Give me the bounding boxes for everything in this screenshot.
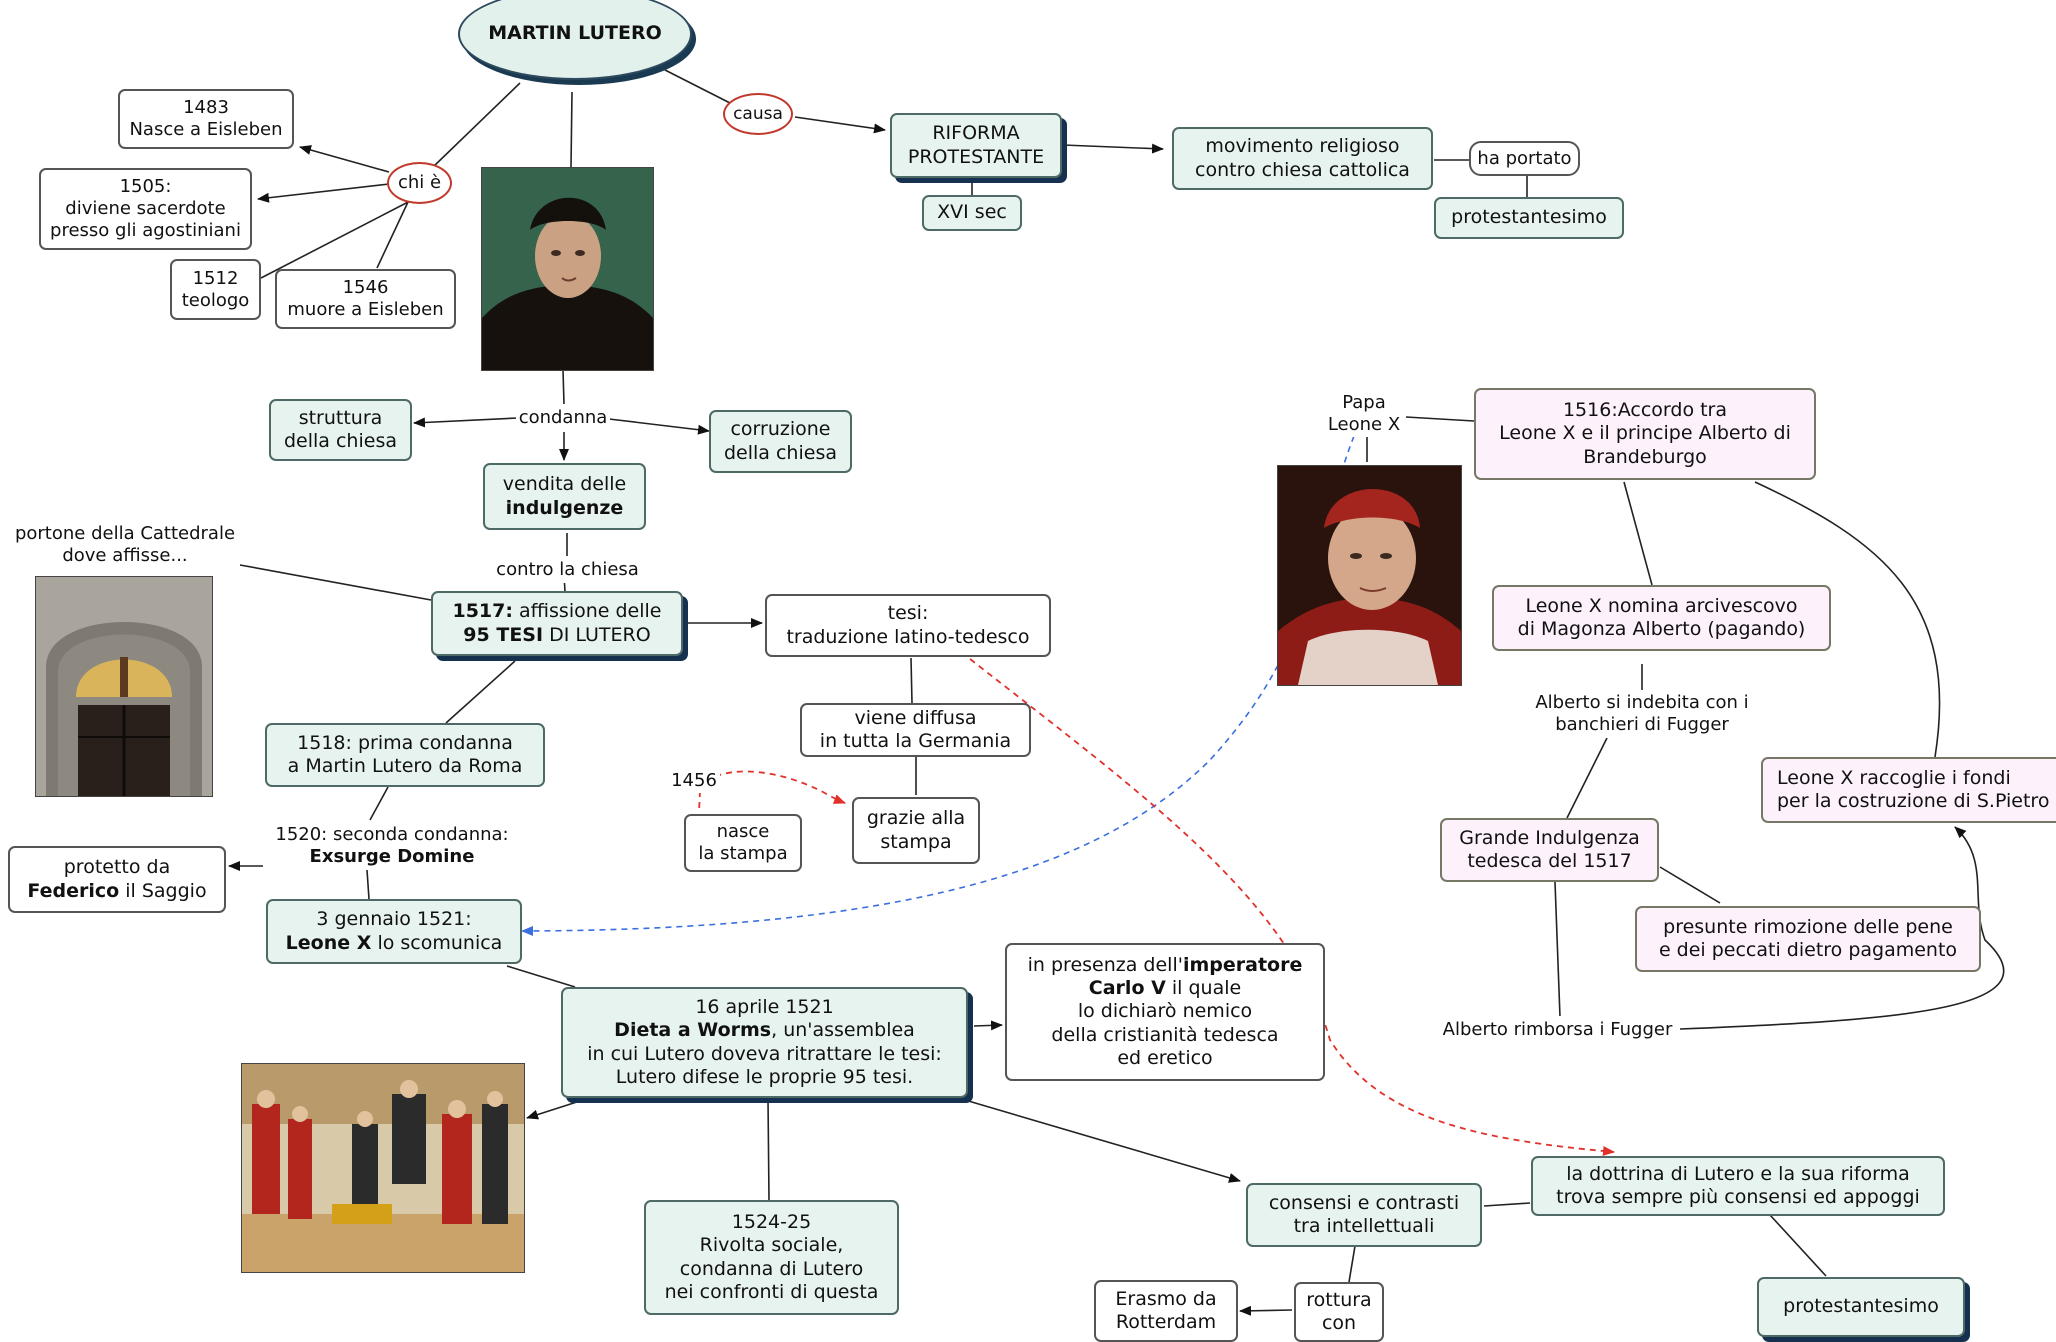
struttura-chiesa-node: struttura della chiesa [269, 399, 412, 461]
riforma-protestante-node: RIFORMA PROTESTANTE [890, 113, 1062, 178]
viene-diffusa-node: viene diffusa in tutta la Germania [800, 703, 1031, 757]
accordo-1516-node: 1516:Accordo tra Leone X e il principe A… [1474, 388, 1816, 480]
bio-1512: 1512 teologo [170, 259, 261, 320]
protestantesimo-node-bottom: protestantesimo [1757, 1277, 1965, 1337]
prima-condanna-1518-node: 1518: prima condanna a Martin Lutero da … [265, 723, 545, 787]
scomunica-1521-node: 3 gennaio 1521: Leone X lo scomunica [266, 899, 522, 964]
raccoglie-fondi-node: Leone X raccoglie i fondi per la costruz… [1761, 757, 2056, 823]
dottrina-lutero-node: la dottrina di Lutero e la sua riforma t… [1531, 1156, 1945, 1216]
protetto-federico-node: protetto da Federico il Saggio [8, 846, 226, 913]
imperatore-carlo-v-node: in presenza dell'imperatore Carlo V il q… [1005, 943, 1325, 1081]
label-rimborsa: Alberto rimborsa i Fugger [1435, 1016, 1680, 1043]
luther-portrait-image [481, 167, 654, 371]
label-contro-la-chiesa: contro la chiesa [490, 556, 645, 583]
label-ha-portato: ha portato [1469, 141, 1580, 176]
traduzione-node: tesi: traduzione latino-tedesco [765, 594, 1051, 657]
erasmo-node: Erasmo da Rotterdam [1094, 1280, 1238, 1342]
rimozione-pene-node: presunte rimozione delle pene e dei pecc… [1635, 906, 1981, 972]
cathedral-door-image [35, 576, 213, 797]
label-portone: portone della Cattedrale dove affisse... [14, 523, 236, 566]
vendita-indulgenze-node: vendita delle indulgenze [483, 463, 646, 530]
label-condanna: condanna [516, 404, 610, 431]
diet-of-worms-image [241, 1063, 525, 1273]
dieta-worms-node: 16 aprile 1521 Dieta a Worms, un'assembl… [561, 987, 968, 1098]
label-papa-leone: Papa Leone X [1322, 391, 1406, 437]
label-1456: 1456 [668, 768, 720, 793]
leo-x-portrait-image [1277, 465, 1462, 686]
grazie-alla-stampa-node: grazie alla stampa [852, 797, 980, 864]
label-causa: causa [723, 93, 793, 135]
rottura-con-node: rottura con [1294, 1282, 1384, 1342]
protestantesimo-node-top: protestantesimo [1434, 197, 1624, 239]
bio-1546: 1546 muore a Eisleben [275, 269, 456, 329]
rivolta-sociale-node: 1524-25 Rivolta sociale, condanna di Lut… [644, 1200, 899, 1315]
affissione-95-tesi-node: 1517: affissione delle 95 TESI DI LUTERO [431, 591, 683, 656]
nasce-la-stampa-node: nasce la stampa [684, 814, 802, 872]
corruzione-chiesa-node: corruzione della chiesa [709, 410, 852, 473]
label-indebita: Alberto si indebita con i banchieri di F… [1492, 690, 1792, 738]
label-chi-e: chi è [387, 162, 452, 204]
bio-1483: 1483 Nasce a Eisleben [118, 89, 294, 149]
xvi-sec-node: XVI sec [922, 195, 1022, 231]
label-seconda-condanna: 1520: seconda condanna: Exsurge Domine [263, 823, 521, 869]
movimento-religioso-node: movimento religioso contro chiesa cattol… [1172, 127, 1433, 190]
bio-1505: 1505: diviene sacerdote presso gli agost… [39, 168, 252, 250]
central-node-title: MARTIN LUTERO [458, 0, 692, 80]
grande-indulgenza-node: Grande Indulgenza tedesca del 1517 [1440, 818, 1659, 882]
nomina-arcivescovo-node: Leone X nomina arcivescovo di Magonza Al… [1492, 585, 1831, 651]
consensi-contrasti-node: consensi e contrasti tra intellettuali [1246, 1183, 1482, 1247]
